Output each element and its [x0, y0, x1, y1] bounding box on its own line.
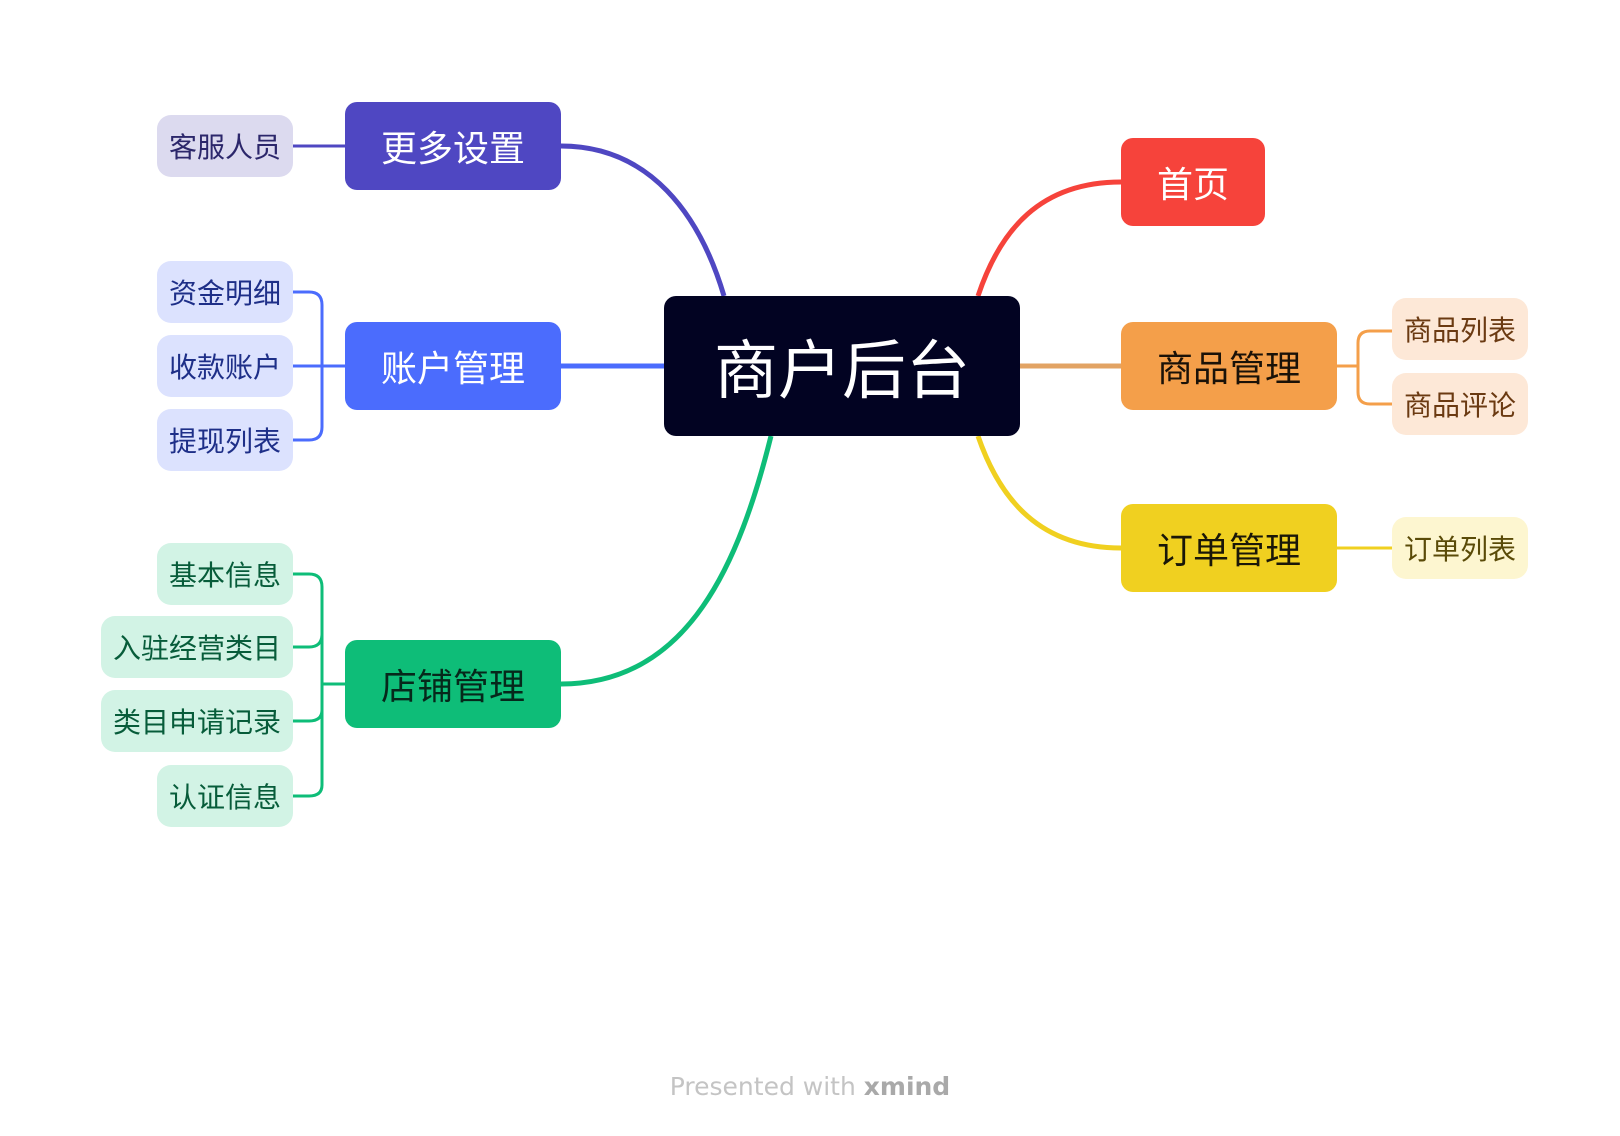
subtopic-order-list[interactable]: 订单列表 — [1392, 517, 1528, 579]
subtopic-goods-list[interactable]: 商品列表 — [1392, 298, 1528, 360]
subtopic-payee-accounts[interactable]: 收款账户 — [157, 335, 293, 397]
connector-account-children — [293, 290, 345, 442]
topic-goods-management[interactable]: 商品管理 — [1121, 322, 1337, 410]
topic-store-management[interactable]: 店铺管理 — [345, 640, 561, 728]
topic-order-management[interactable]: 订单管理 — [1121, 504, 1337, 592]
topic-home[interactable]: 首页 — [1121, 138, 1265, 226]
connector-store — [560, 435, 774, 687]
xmind-watermark: Presented with xmind — [0, 1072, 1620, 1101]
topic-more-settings[interactable]: 更多设置 — [345, 102, 561, 190]
subtopic-certification-info[interactable]: 认证信息 — [157, 765, 293, 827]
subtopic-fund-details[interactable]: 资金明细 — [157, 261, 293, 323]
subtopic-category-applications[interactable]: 类目申请记录 — [101, 690, 293, 752]
central-topic[interactable]: 商户后台 — [664, 296, 1020, 436]
connector-more — [560, 143, 727, 297]
subtopic-customer-service[interactable]: 客服人员 — [157, 115, 293, 177]
connector-goods-children — [1337, 329, 1392, 406]
connector-store-children — [293, 572, 345, 798]
subtopic-goods-reviews[interactable]: 商品评论 — [1392, 373, 1528, 435]
connector-home — [975, 179, 1122, 297]
subtopic-business-categories[interactable]: 入驻经营类目 — [101, 616, 293, 678]
topic-account-management[interactable]: 账户管理 — [345, 322, 561, 410]
watermark-prefix: Presented with — [669, 1072, 856, 1101]
watermark-brand: xmind — [863, 1072, 951, 1101]
subtopic-basic-info[interactable]: 基本信息 — [157, 543, 293, 605]
subtopic-withdrawal-list[interactable]: 提现列表 — [157, 409, 293, 471]
connector-orders — [975, 435, 1122, 551]
